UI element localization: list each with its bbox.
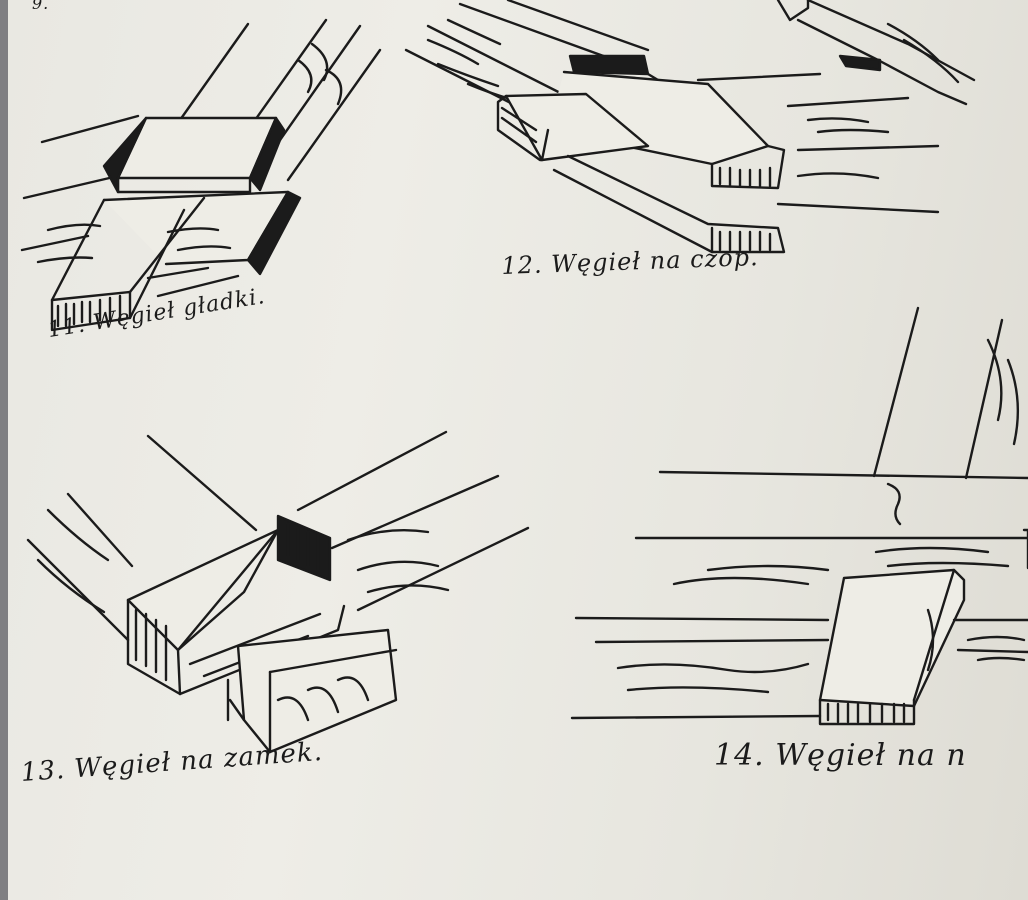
figure-14-caption: 14. Węgieł na n (714, 738, 967, 773)
figure-14-drawing (570, 306, 1028, 726)
joinery-drawings (20, 0, 1028, 754)
figure-12-drawing (404, 0, 976, 254)
figure-11-drawing (20, 18, 382, 332)
figure-13-drawing (26, 430, 530, 754)
book-page: 9. 11. Węgieł gładki. 12. Węgieł na czop… (8, 0, 1028, 900)
page-fragment-number: 9. (32, 0, 50, 13)
